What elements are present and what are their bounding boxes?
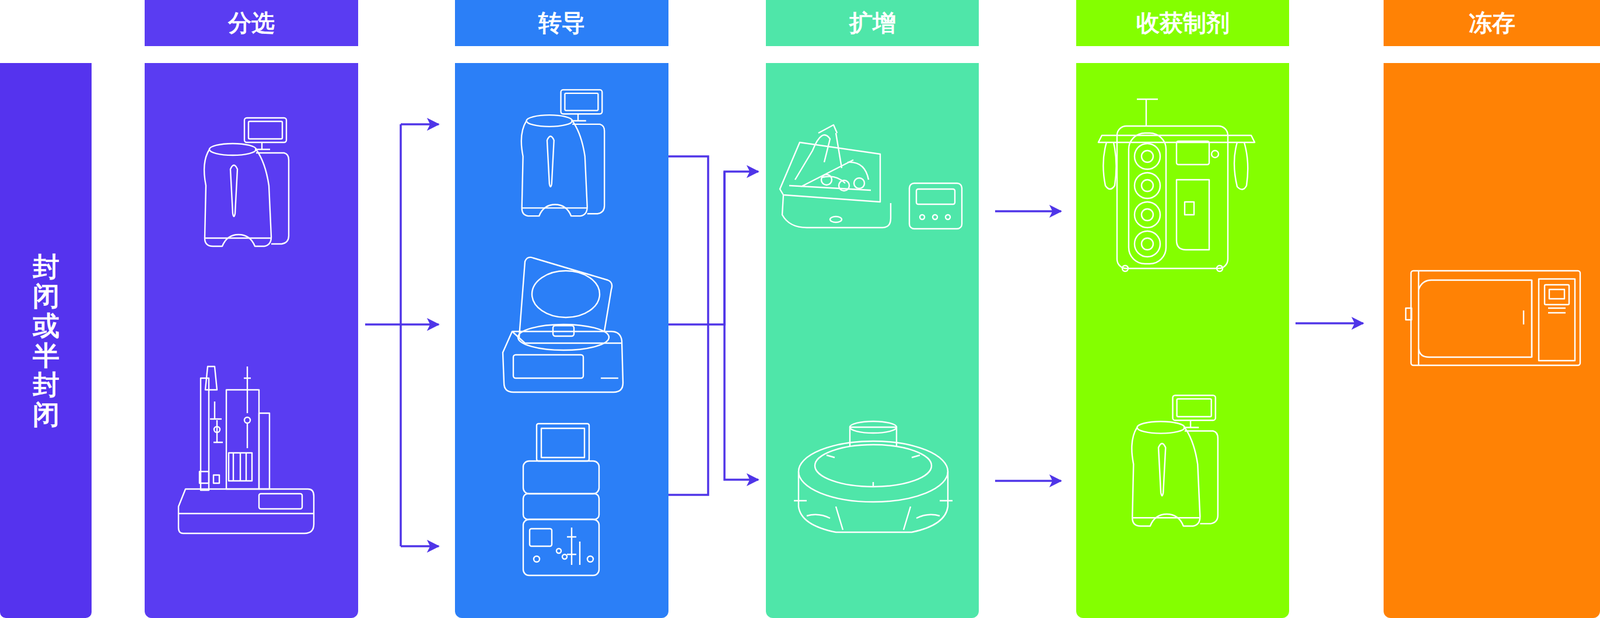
stage-title: 扩增: [849, 6, 896, 40]
merge-line: [668, 156, 709, 495]
stage-title: 分选: [228, 6, 275, 40]
flow-arrow: [365, 323, 439, 326]
stage-column: 收获制剂: [1076, 0, 1290, 618]
stage-panel: [454, 62, 669, 618]
expansion-devices: [765, 62, 979, 618]
flow-arrow: [1295, 321, 1364, 325]
stage-column: 转导: [454, 0, 669, 618]
branch-arrow: [724, 171, 759, 480]
branch-arrow: [400, 544, 439, 548]
flow-arrow: [995, 479, 1062, 482]
vertical-label: 封闭或半封闭: [32, 251, 60, 430]
sorting-devices: [144, 62, 359, 618]
harvest-devices: [1076, 62, 1290, 618]
stage-column: 分选: [144, 0, 359, 618]
stage-title: 收获制剂: [1136, 6, 1230, 40]
stage-title: 冻存: [1468, 6, 1516, 40]
side-band: 封闭或半封闭: [0, 62, 92, 618]
freezer: [1383, 62, 1600, 618]
stage-header: 分选: [144, 0, 359, 47]
stage-title: 转导: [538, 6, 586, 40]
branch-arrow: [400, 123, 439, 126]
stage-column: 冻存: [1383, 0, 1600, 618]
flow-arrow: [995, 209, 1062, 213]
stage-column: 扩增: [765, 0, 979, 618]
stage-panel: [765, 62, 979, 618]
stage-panel: [144, 62, 359, 618]
stage-header: 扩增: [765, 0, 979, 47]
branch-line: [399, 124, 402, 546]
stage-header: 冻存: [1383, 0, 1600, 47]
transduction-devices: [454, 62, 669, 618]
stage-panel: [1076, 62, 1290, 618]
flow-arrow: [668, 171, 759, 325]
stage-header: 收获制剂: [1076, 0, 1290, 47]
stage-panel: [1383, 62, 1600, 618]
stage-header: 转导: [454, 0, 669, 47]
